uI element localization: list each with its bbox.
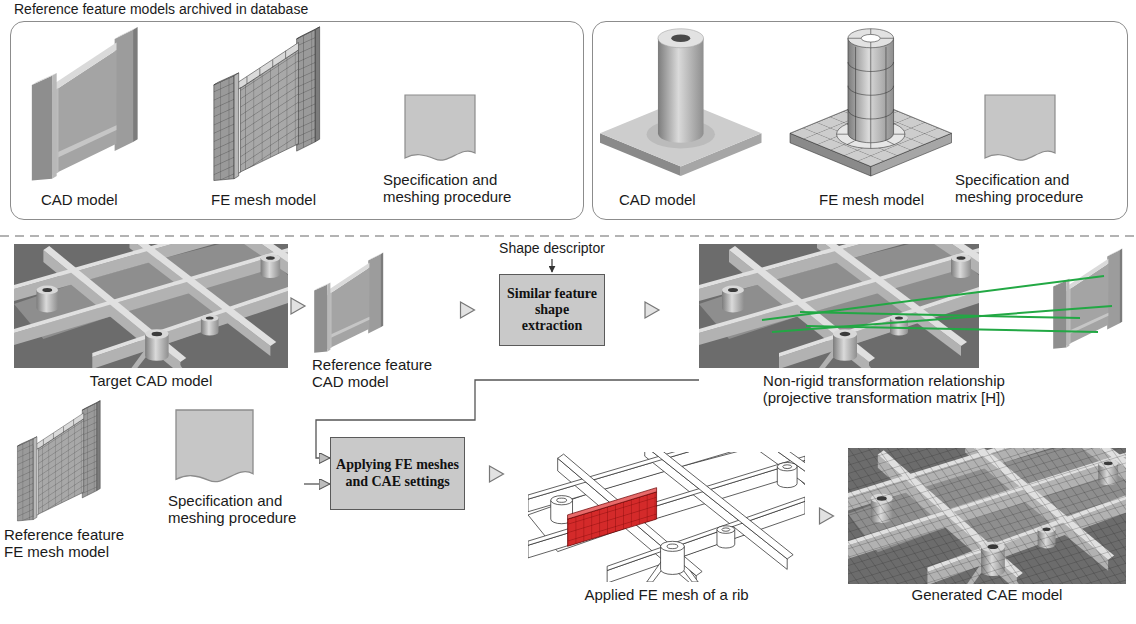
caption: Specification and meshing procedure bbox=[168, 492, 304, 527]
flow-arrow bbox=[820, 508, 834, 524]
figure-node: Non-rigid transformation relationship (p… bbox=[699, 244, 1127, 409]
document-icon bbox=[176, 410, 253, 482]
flow-arrow bbox=[461, 302, 475, 318]
correspondence-lines bbox=[806, 326, 1098, 332]
applied-mesh-illustration bbox=[528, 452, 805, 582]
caption-slot: FE mesh model bbox=[819, 191, 959, 208]
boss-mesh-illustration bbox=[790, 29, 952, 176]
correspondence-lines bbox=[762, 276, 1112, 332]
caption-slot: CAD model bbox=[41, 191, 151, 208]
cae-model-illustration bbox=[848, 448, 1126, 584]
correspondence-lines bbox=[762, 276, 1104, 320]
cae-model-illustration bbox=[848, 448, 1126, 584]
caption: Non-rigid transformation relationship (p… bbox=[739, 372, 1029, 407]
boss-cad-illustration bbox=[600, 29, 762, 176]
target-cad-illustration bbox=[699, 244, 979, 368]
document-icon bbox=[985, 95, 1055, 160]
caption: Specification and meshing procedure bbox=[383, 171, 523, 206]
rib-cad-illustration bbox=[1053, 249, 1122, 349]
boss-cad-illustration bbox=[600, 29, 762, 176]
boss-mesh-illustration bbox=[790, 29, 952, 176]
figure-node: Generated CAE model bbox=[848, 448, 1126, 606]
caption: Reference feature CAD model bbox=[312, 356, 436, 391]
target-cad-illustration bbox=[699, 244, 979, 368]
database-panel: CAD model FE mesh modelSpecification and … bbox=[592, 21, 1128, 220]
caption: Reference feature FE mesh model bbox=[4, 526, 132, 561]
rib-cad-illustration bbox=[1053, 249, 1122, 349]
caption-slot: Specification and meshing procedure bbox=[955, 171, 1095, 206]
flow-arrow bbox=[291, 298, 305, 314]
figure-node: Reference feature CAD model bbox=[308, 250, 436, 393]
caption: Generated CAE model bbox=[848, 586, 1126, 603]
applied-mesh-illustration bbox=[568, 492, 657, 547]
caption-slot: CAD model bbox=[619, 191, 729, 208]
caption: Specification and meshing procedure bbox=[955, 171, 1095, 206]
caption-slot: Specification and meshing procedure bbox=[383, 171, 523, 206]
heading-label: Reference feature models archived in dat… bbox=[14, 1, 434, 18]
flow-arrow bbox=[490, 466, 504, 482]
process-box: Applying FE meshes and CAE settings bbox=[330, 437, 465, 510]
caption: FE mesh model bbox=[819, 191, 959, 208]
figure-node: Reference feature FE mesh model bbox=[4, 400, 132, 563]
input-label: Shape descriptor bbox=[490, 240, 614, 257]
target-cad-illustration bbox=[14, 244, 288, 368]
document-icon bbox=[985, 95, 1055, 160]
caption: Applied FE mesh of a rib bbox=[528, 586, 805, 603]
flow-arrow bbox=[304, 483, 330, 484]
dashed-divider bbox=[0, 235, 1136, 237]
target-cad-illustration bbox=[14, 244, 288, 368]
caption: Target CAD model bbox=[14, 372, 288, 389]
correspondence-lines bbox=[772, 306, 1112, 332]
document-icon bbox=[405, 95, 475, 160]
rib-mesh-illustration bbox=[17, 401, 100, 521]
flow-arrow bbox=[645, 302, 659, 318]
document-icon bbox=[176, 410, 253, 482]
correspondence-lines bbox=[800, 312, 1080, 318]
rib-mesh-illustration bbox=[17, 401, 100, 521]
cae-model-illustration bbox=[848, 448, 1126, 584]
database-panel: CAD model FE mesh model Specification and … bbox=[10, 21, 584, 220]
document-icon bbox=[405, 95, 475, 160]
applied-mesh-illustration bbox=[528, 452, 805, 582]
rib-cad-illustration bbox=[314, 253, 383, 353]
process-label: Applying FE meshes and CAE settings bbox=[336, 457, 459, 489]
target-cad-illustration bbox=[14, 207, 308, 374]
caption: CAD model bbox=[41, 191, 151, 208]
process-box: Similar feature shape extraction bbox=[499, 274, 605, 346]
caption: CAD model bbox=[619, 191, 729, 208]
rib-mesh-illustration bbox=[214, 27, 320, 181]
input-arrow bbox=[551, 259, 552, 272]
rib-mesh-illustration bbox=[214, 27, 320, 181]
figure-node: Target CAD model bbox=[14, 244, 288, 392]
cae-model-illustration bbox=[848, 407, 1136, 590]
caption: FE mesh model bbox=[211, 191, 351, 208]
applied-mesh-illustration bbox=[568, 488, 657, 519]
rib-cad-illustration bbox=[314, 253, 383, 353]
figure-node: Applied FE mesh of a rib bbox=[528, 452, 805, 606]
caption-slot: FE mesh model bbox=[211, 191, 351, 208]
rib-cad-illustration bbox=[32, 27, 138, 181]
figure-node: Specification and meshing procedure bbox=[168, 408, 304, 529]
applied-mesh-illustration bbox=[528, 413, 825, 588]
process-label: Similar feature shape extraction bbox=[505, 286, 599, 334]
rib-cad-illustration bbox=[32, 27, 138, 181]
target-cad-illustration bbox=[699, 207, 999, 374]
